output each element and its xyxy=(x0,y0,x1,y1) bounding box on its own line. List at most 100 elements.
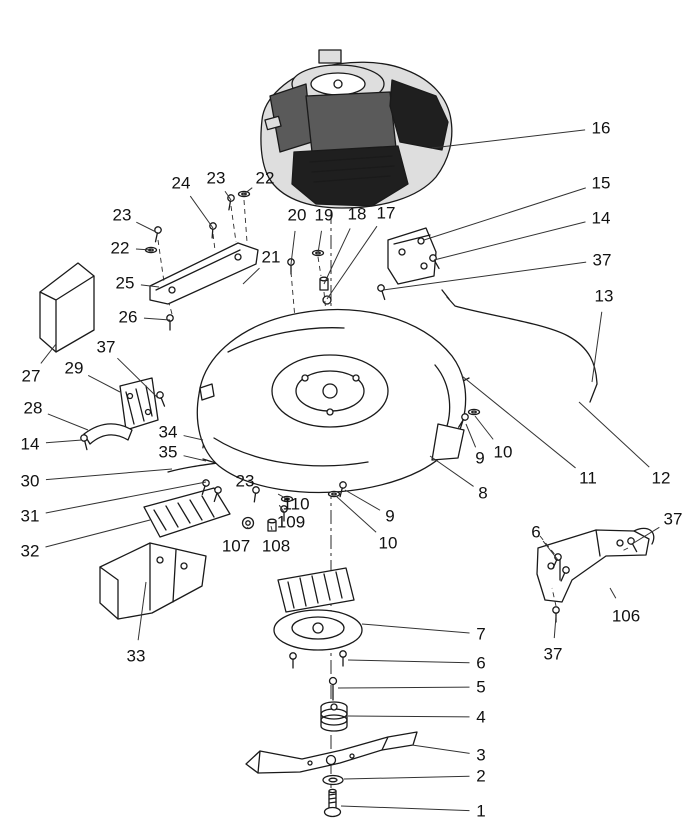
callout-4-47: 4 xyxy=(476,708,485,727)
callout-6-45: 6 xyxy=(476,654,485,673)
callout-23-8: 23 xyxy=(207,169,226,188)
leader-line-34-24 xyxy=(183,435,204,441)
callout-19-16: 19 xyxy=(315,206,334,225)
mulch-plate-illustration xyxy=(143,478,231,538)
engine-illustration xyxy=(260,49,453,209)
mower-deck-illustration xyxy=(196,308,467,494)
leader-line-22-11 xyxy=(135,248,152,251)
leader-line-10-36 xyxy=(474,415,494,440)
callout-18-17: 18 xyxy=(348,205,367,224)
screw-23-left xyxy=(151,225,163,244)
leader-line-25-12 xyxy=(140,284,160,288)
callout-27-19: 27 xyxy=(22,367,41,386)
leader-line-3-48 xyxy=(411,744,470,754)
bolt-6-right xyxy=(339,650,347,667)
callout-14-23: 14 xyxy=(21,435,40,454)
callout-11-6: 11 xyxy=(579,469,597,488)
leader-line-16-0 xyxy=(431,129,586,149)
callout-28-22: 28 xyxy=(24,399,43,418)
callout-9-35: 9 xyxy=(475,449,484,468)
leader-line-9-38 xyxy=(344,489,381,511)
callout-20-15: 20 xyxy=(288,206,307,225)
leader-line-2-49 xyxy=(343,775,470,780)
leader-line-12-5 xyxy=(578,401,650,468)
callout-23-10: 23 xyxy=(113,206,132,225)
callout-106-42: 106 xyxy=(612,607,640,626)
leader-line-11-6 xyxy=(461,375,576,469)
leader-line-6-40 xyxy=(542,540,559,561)
callout-108-34: 108 xyxy=(262,537,290,556)
engine-bracket-illustration xyxy=(376,227,443,302)
callout-22-9: 22 xyxy=(256,169,275,188)
leader-lines xyxy=(40,129,660,812)
callout-1-50: 1 xyxy=(476,802,485,821)
callout-10-39: 10 xyxy=(379,534,398,553)
leader-line-13-4 xyxy=(591,311,603,383)
callout-10-36: 10 xyxy=(494,443,513,462)
callout-110-31: 110 xyxy=(282,495,309,514)
callout-9-38: 9 xyxy=(385,507,394,526)
leader-line-4-47 xyxy=(347,715,470,718)
bolt-5-illustration xyxy=(328,676,338,701)
washer-10-right xyxy=(467,408,481,416)
callout-7-44: 7 xyxy=(476,625,485,644)
screw-23-right xyxy=(225,193,236,212)
callout-26-13: 26 xyxy=(119,308,138,327)
leader-line-7-44 xyxy=(361,623,470,634)
callout-8-37: 8 xyxy=(478,484,487,503)
leader-line-37-3 xyxy=(382,261,587,291)
callout-32-28: 32 xyxy=(21,542,40,561)
leader-line-14-23 xyxy=(45,439,83,444)
blade-illustration xyxy=(245,731,418,774)
leader-line-23-10 xyxy=(136,221,157,233)
leader-line-32-28 xyxy=(45,519,151,548)
leader-line-106-42 xyxy=(609,587,617,599)
leader-line-15-1 xyxy=(423,187,586,241)
callout-30-26: 30 xyxy=(21,472,40,491)
leader-line-31-27 xyxy=(45,481,207,514)
leader-line-21-14 xyxy=(242,267,260,285)
callout-23-30: 23 xyxy=(236,472,255,491)
cable-clip-hardware-illustration xyxy=(241,485,294,532)
callout-109-32: 109 xyxy=(277,513,305,532)
washer-10-bottom xyxy=(327,490,341,498)
bolt-6-left xyxy=(289,652,297,669)
nut-17 xyxy=(322,295,332,305)
callout-12-5: 12 xyxy=(652,469,671,488)
leader-line-1-50 xyxy=(340,805,470,812)
leader-line-33-29 xyxy=(137,581,147,641)
leader-line-110-31 xyxy=(277,493,288,500)
leader-line-22-9 xyxy=(243,187,253,195)
leader-line-37-21 xyxy=(117,357,159,399)
callout-6-40: 6 xyxy=(531,523,540,542)
leader-line-28-22 xyxy=(47,413,89,431)
callout-5-46: 5 xyxy=(476,678,485,697)
blade-adapter-illustration xyxy=(320,701,348,732)
handle-bracket-illustration xyxy=(536,527,655,623)
side-plate-illustration xyxy=(119,377,169,431)
leader-line-27-19 xyxy=(40,343,57,364)
callout-13-4: 13 xyxy=(595,287,614,306)
leader-line-10-39 xyxy=(335,495,377,533)
leader-line-5-46 xyxy=(337,686,470,689)
leader-line-108-34 xyxy=(270,525,273,531)
callout-37-21: 37 xyxy=(97,338,116,357)
leader-line-24-7 xyxy=(189,195,214,229)
leader-line-19-16 xyxy=(317,230,322,254)
leader-line-35-25 xyxy=(183,455,207,462)
leader-line-17-18 xyxy=(326,225,378,300)
leader-line-6-45 xyxy=(347,659,470,664)
front-bracket-illustration xyxy=(144,190,259,331)
callout-21-14: 21 xyxy=(262,248,281,267)
leader-line-107-33 xyxy=(246,526,249,529)
leader-line-14-2 xyxy=(433,221,586,261)
leader-line-9-35 xyxy=(465,423,477,448)
screw-37-left xyxy=(155,390,169,408)
callout-15-1: 15 xyxy=(592,174,611,193)
screw-24 xyxy=(208,221,218,239)
callout-35-25: 35 xyxy=(159,443,178,462)
bell-housing-illustration xyxy=(273,567,363,669)
